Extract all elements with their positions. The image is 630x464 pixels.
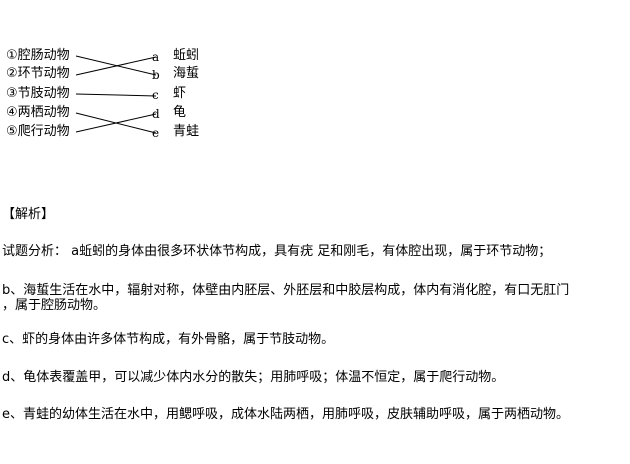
connection-line-5-d: [75, 113, 157, 133]
right-item-a: 蚯蚓: [173, 48, 200, 63]
left-item-3: ③节肢动物: [6, 86, 70, 101]
analysis-d: d、龟体表覆盖甲，可以减少体内水分的散失；用肺呼吸；体温不恒定，属于爬行动物。: [2, 370, 505, 385]
left-item-4: ④两栖动物: [6, 105, 70, 120]
right-item-c: 虾: [173, 86, 187, 101]
letter-c: c: [152, 88, 159, 102]
left-item-2: ②环节动物: [6, 66, 70, 81]
analysis-intro: 试题分析： a蚯蚓的身体由很多环状体节构成，具有疣 足和刚毛，有体腔出现，属于环…: [2, 244, 552, 259]
analysis-b-line2: ，属于腔肠动物。: [2, 298, 107, 313]
left-item-1: ①腔肠动物: [6, 48, 70, 63]
left-item-5: ⑤爬行动物: [6, 124, 70, 139]
analysis-header: 【解析】: [2, 207, 55, 222]
right-item-b: 海蜇: [173, 66, 200, 81]
matching-exercise: ①腔肠动物 ②环节动物 ③节肢动物 ④两栖动物 ⑤爬行动物 a b c d e …: [0, 0, 260, 150]
analysis-b-line1: b、海蜇生活在水中，辐射对称，体壁由内胚层、外胚层和中胶层构成，体内有消化腔，有…: [2, 283, 570, 298]
connection-line-3-c: [75, 93, 157, 97]
connection-line-2-a: [75, 56, 157, 76]
analysis-e: e、青蛙的幼体生活在水中，用鳃呼吸，成体水陆两栖，用肺呼吸，皮肤辅助呼吸，属于两…: [2, 407, 569, 422]
right-item-d: 龟: [173, 105, 187, 120]
connection-lines: [75, 55, 157, 134]
analysis-c: c、虾的身体由许多体节构成，有外骨骼，属于节肢动物。: [2, 332, 335, 347]
right-item-e: 青蛙: [173, 124, 200, 139]
